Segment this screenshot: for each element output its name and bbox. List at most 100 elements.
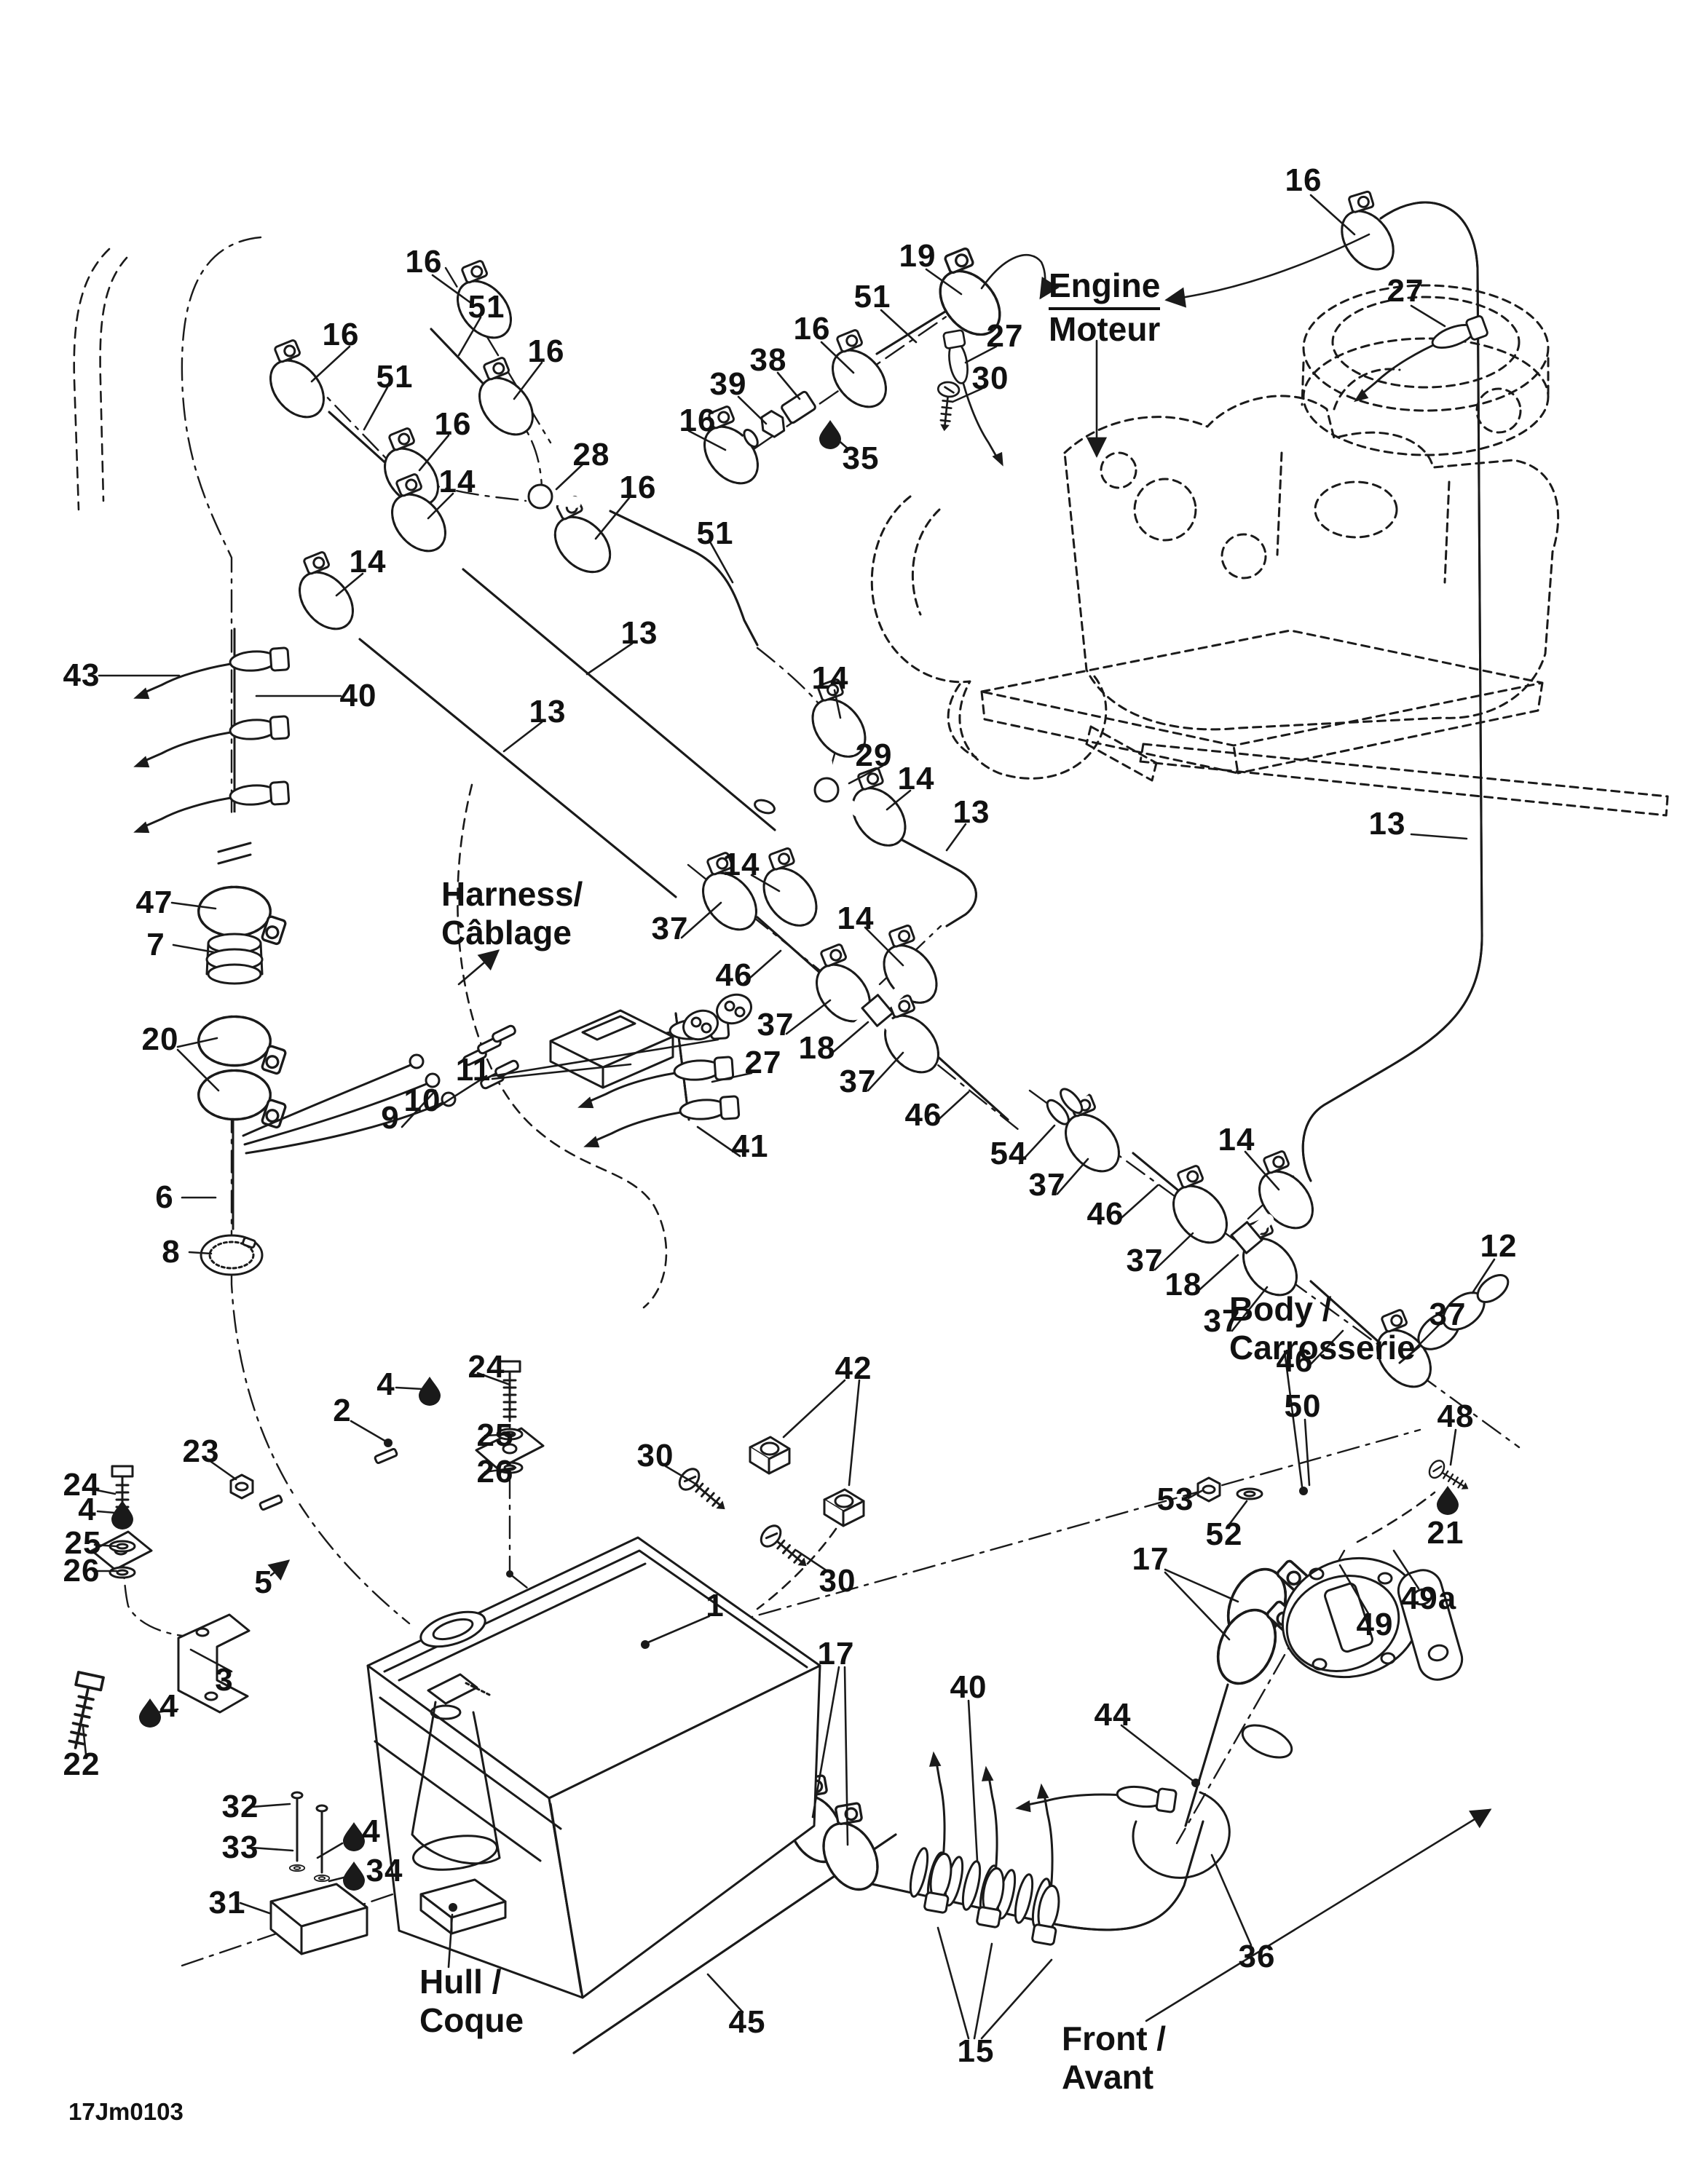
tee-fitting-18	[850, 986, 905, 1039]
callout-14: 14	[349, 544, 387, 579]
callout-37: 37	[651, 911, 689, 946]
callout-24: 24	[63, 1467, 100, 1503]
callout-21: 21	[1427, 1515, 1464, 1551]
callout-17: 17	[817, 1636, 855, 1671]
tee-fitting-18	[1219, 1214, 1274, 1266]
callout-41: 41	[731, 1128, 769, 1164]
callout-20: 20	[141, 1021, 179, 1057]
screw-22-icon	[61, 1671, 105, 1752]
cable-tie-icon	[1014, 1768, 1178, 1833]
hose-13-bend	[894, 836, 976, 926]
callout-48: 48	[1437, 1398, 1475, 1434]
callout-27: 27	[986, 318, 1024, 354]
callout-37: 37	[757, 1007, 794, 1042]
callout-25: 25	[64, 1525, 102, 1561]
baffle-pickup-31	[269, 1791, 368, 1955]
callout-4: 4	[376, 1366, 395, 1402]
fuel-tank-1	[366, 1536, 821, 1999]
callout-18: 18	[1164, 1267, 1202, 1302]
callout-9: 9	[381, 1100, 400, 1136]
callout-37: 37	[1126, 1243, 1164, 1278]
strap-5-arrow	[267, 1559, 291, 1581]
callout-16: 16	[322, 317, 360, 352]
callout-26: 26	[476, 1454, 514, 1489]
connector-11	[549, 993, 752, 1089]
callout-12: 12	[1480, 1228, 1518, 1264]
ref-label-harness-line1: Harness/	[441, 875, 583, 913]
callout-23: 23	[182, 1433, 220, 1469]
wires-9	[242, 1063, 446, 1155]
callout-13: 13	[1368, 806, 1406, 842]
hose-clamp-20-icon	[197, 1069, 288, 1130]
callout-51: 51	[853, 279, 891, 314]
washer-icon	[288, 1864, 306, 1872]
dashed-guides	[73, 248, 1436, 1610]
callout-3: 3	[215, 1662, 234, 1698]
callout-32: 32	[221, 1789, 259, 1824]
loctite-droplet-icon	[1435, 1484, 1460, 1516]
washer-26-icon	[109, 1566, 136, 1579]
ref-label-harness: Harness/Câblage	[441, 875, 583, 953]
callout-1: 1	[706, 1588, 725, 1623]
screw-32-33	[296, 1797, 323, 1874]
callout-4: 4	[362, 1813, 381, 1849]
callout-5: 5	[254, 1564, 273, 1600]
hose-clamp-20-icon	[197, 1015, 288, 1076]
hose-clamp-16-icon	[1322, 184, 1412, 280]
callout-42: 42	[835, 1350, 872, 1386]
callout-34: 34	[366, 1853, 403, 1888]
callout-37: 37	[1028, 1167, 1066, 1203]
thru-hull-elbow-49	[1241, 1556, 1422, 1759]
callout-46: 46	[1086, 1196, 1124, 1232]
callout-37: 37	[1203, 1303, 1241, 1339]
cable-tie-43-icon	[129, 715, 292, 770]
callout-46: 46	[1276, 1343, 1314, 1379]
callout-14: 14	[837, 901, 875, 936]
support-bracket-3	[177, 1613, 251, 1714]
washer-52-icon	[1236, 1487, 1263, 1500]
pipe-44-core	[1186, 1685, 1228, 1826]
callout-40: 40	[950, 1669, 987, 1705]
callout-22: 22	[63, 1746, 100, 1782]
callout-43: 43	[63, 657, 100, 693]
bulkhead-fitting-12	[1398, 1274, 1510, 1364]
callout-14: 14	[1218, 1122, 1255, 1158]
callout-16: 16	[619, 470, 657, 505]
y-fitting-29	[754, 757, 872, 823]
vent-hose-13	[1303, 202, 1482, 1181]
callout-30: 30	[636, 1438, 674, 1473]
fuel-valve-fittings-38-39	[740, 390, 818, 448]
ref-label-body-line1: Body /	[1229, 1290, 1332, 1328]
ref-label-front: Front /Avant	[1062, 2019, 1166, 2097]
screw-30-icon	[756, 1521, 816, 1576]
callout-53: 53	[1156, 1481, 1194, 1517]
callout-14: 14	[438, 464, 476, 499]
cable-tie-43-icon	[129, 646, 292, 702]
callout-29: 29	[855, 737, 893, 773]
callout-27: 27	[744, 1045, 782, 1080]
callout-18: 18	[798, 1030, 836, 1066]
callout-19: 19	[899, 238, 936, 274]
callout-14: 14	[811, 660, 849, 696]
ref-label-body: Body /Carrosserie	[1229, 1290, 1416, 1368]
callout-33: 33	[221, 1829, 259, 1865]
callout-30: 30	[819, 1563, 856, 1599]
callout-2: 2	[333, 1393, 352, 1428]
ref-label-engine-line2: Moteur	[1049, 310, 1161, 349]
ref-label-hull-line1: Hull /	[419, 1963, 502, 2001]
screw-30-icon	[932, 380, 961, 434]
ref-label-hull: Hull /Coque	[419, 1963, 524, 2041]
engine-arrow-right	[1164, 233, 1370, 308]
tube-break-marks	[217, 842, 252, 865]
hull-mount-pad	[419, 1878, 507, 1935]
callout-35: 35	[842, 440, 880, 476]
washer-icon	[313, 1874, 331, 1883]
callout-13: 13	[953, 794, 990, 830]
callout-51: 51	[376, 359, 414, 395]
pickup-funnel	[411, 1701, 501, 1865]
callout-31: 31	[208, 1885, 246, 1920]
callout-38: 38	[749, 342, 787, 378]
